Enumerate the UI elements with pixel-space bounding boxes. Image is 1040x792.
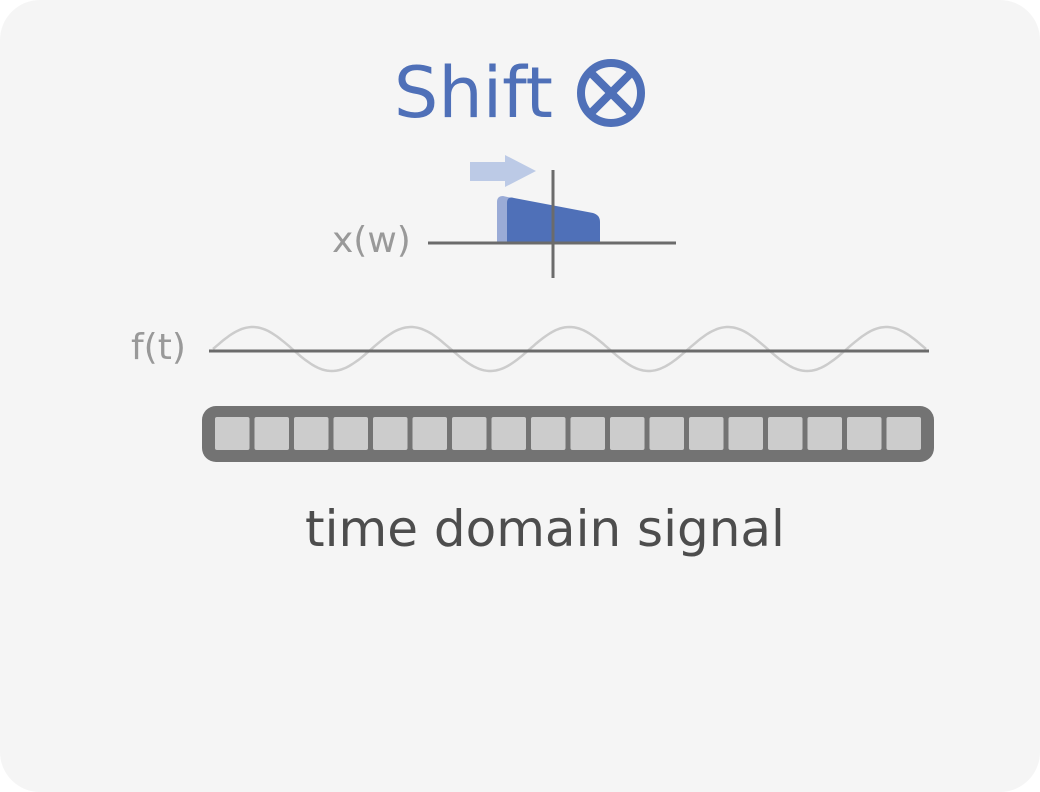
frequency-plot-label: x(w) bbox=[332, 220, 411, 261]
buffer-cell bbox=[491, 417, 526, 450]
buffer-cell bbox=[215, 417, 250, 450]
buffer-cell bbox=[807, 417, 842, 450]
buffer-cell bbox=[333, 417, 368, 450]
buffer-cell bbox=[373, 417, 408, 450]
buffer-cell bbox=[886, 417, 921, 450]
sine-wave bbox=[212, 325, 927, 373]
buffer-cell bbox=[254, 417, 289, 450]
buffer-cell bbox=[728, 417, 763, 450]
time-signal-label: f(t) bbox=[131, 327, 186, 368]
buffer-cell bbox=[452, 417, 487, 450]
right-arrow-icon bbox=[470, 155, 536, 187]
buffer-cell bbox=[531, 417, 566, 450]
title-row: Shift bbox=[0, 58, 1040, 128]
sample-buffer bbox=[202, 406, 934, 462]
buffer-cell bbox=[689, 417, 724, 450]
buffer-cell bbox=[294, 417, 329, 450]
buffer-cell bbox=[412, 417, 447, 450]
diagram-caption: time domain signal bbox=[305, 500, 785, 558]
buffer-cell bbox=[768, 417, 803, 450]
diagram-title: Shift bbox=[393, 52, 553, 134]
buffer-cell bbox=[847, 417, 882, 450]
time-signal bbox=[209, 325, 929, 373]
buffer-cell bbox=[610, 417, 645, 450]
buffer-cell bbox=[570, 417, 605, 450]
frequency-plot bbox=[428, 155, 676, 278]
buffer-cell bbox=[649, 417, 684, 450]
circled-times-icon bbox=[577, 59, 646, 127]
